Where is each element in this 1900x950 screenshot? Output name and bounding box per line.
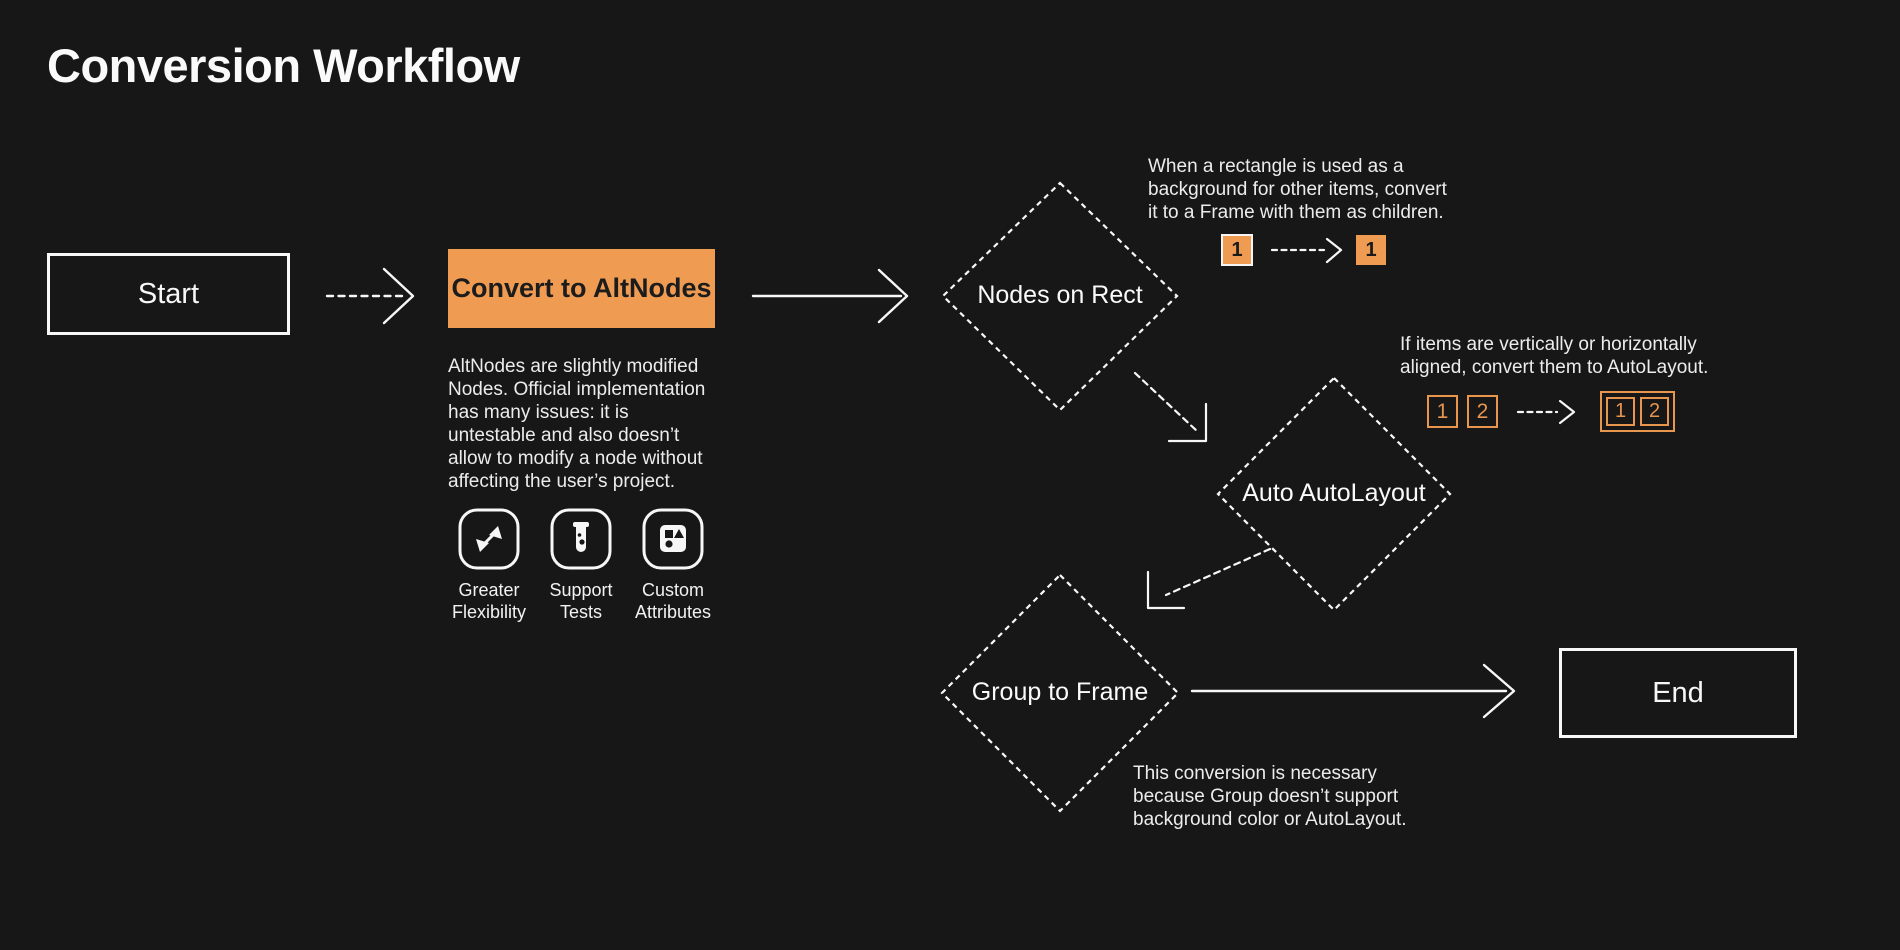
badge-item-2: 2 (1467, 395, 1498, 428)
arrow-groupframe-to-end (1190, 663, 1516, 719)
badges-items-after-container: 1 2 (1600, 391, 1675, 432)
flow-node-group-to-frame-label: Group to Frame (971, 678, 1149, 706)
annotation-line: When a rectangle is used as a (1148, 156, 1404, 177)
feature-label: Custom Attributes (634, 580, 712, 622)
annotation-line: it to a Frame with them as children. (1148, 202, 1444, 223)
flow-node-auto-autolayout-label: Auto AutoLayout (1242, 479, 1426, 507)
feature-label: Greater Flexibility (451, 580, 526, 622)
altnodes-note: AltNodes are slightly modified Nodes. Of… (448, 355, 705, 493)
feature-greater-flexibility: Greater Flexibility (445, 508, 533, 623)
feature-custom-attributes: Custom Attributes (629, 508, 717, 623)
altnodes-features: Greater Flexibility Support Tests (445, 508, 717, 623)
badge-item-2: 2 (1640, 397, 1669, 426)
flow-node-end: End (1559, 648, 1797, 738)
feature-support-tests: Support Tests (537, 508, 625, 623)
annotation-line: background for other items, convert (1148, 179, 1447, 200)
page-title: Conversion Workflow (47, 39, 520, 92)
feature-label: Support Tests (549, 580, 613, 622)
arrow-convert-to-nodesrect (751, 268, 909, 324)
note-line: untestable and also doesn’t (448, 425, 680, 446)
arrow-autolayout-to-groupframe (1146, 547, 1272, 610)
arrow-nodesrect-to-autolayout (1133, 371, 1208, 443)
badges-items-before: 1 2 (1427, 395, 1498, 428)
annotation-line: aligned, convert them to AutoLayout. (1400, 357, 1709, 378)
note-line: allow to modify a node without (448, 448, 703, 469)
annotation-line: If items are vertically or horizontally (1400, 334, 1697, 355)
mini-arrow-autolayout (1516, 399, 1576, 425)
badge-child-1-before: 1 (1221, 234, 1253, 266)
note-line: Nodes. Official implementation (448, 379, 706, 400)
annotation-line: because Group doesn’t support (1133, 786, 1399, 807)
annotation-group-frame: This conversion is necessary because Gro… (1133, 762, 1407, 831)
flow-node-convert-label: Convert to AltNodes (451, 273, 712, 303)
note-line: affecting the user’s project. (448, 471, 676, 492)
test-tube-icon (550, 508, 612, 570)
mini-arrow-rect-bg (1270, 237, 1343, 264)
flow-node-end-label: End (1652, 676, 1704, 709)
flow-node-convert-altnodes: Convert to AltNodes (448, 249, 715, 328)
badge-child-1-after: 1 (1356, 235, 1386, 265)
annotation-line: background color or AutoLayout. (1133, 809, 1407, 830)
arrow-start-to-convert (325, 267, 415, 325)
note-line: AltNodes are slightly modified (448, 356, 699, 377)
annotation-rect-background: When a rectangle is used as a background… (1148, 155, 1447, 224)
badge-item-1: 1 (1427, 395, 1458, 428)
flow-node-nodes-on-rect-label: Nodes on Rect (977, 281, 1143, 309)
flow-node-start: Start (47, 253, 290, 335)
annotation-autolayout: If items are vertically or horizontally … (1400, 333, 1708, 379)
expand-arrows-icon (458, 508, 520, 570)
note-line: has many issues: it is (448, 402, 629, 423)
annotation-line: This conversion is necessary (1133, 763, 1377, 784)
shapes-icon (642, 508, 704, 570)
badge-item-1: 1 (1606, 397, 1635, 426)
flow-node-start-label: Start (137, 277, 200, 310)
